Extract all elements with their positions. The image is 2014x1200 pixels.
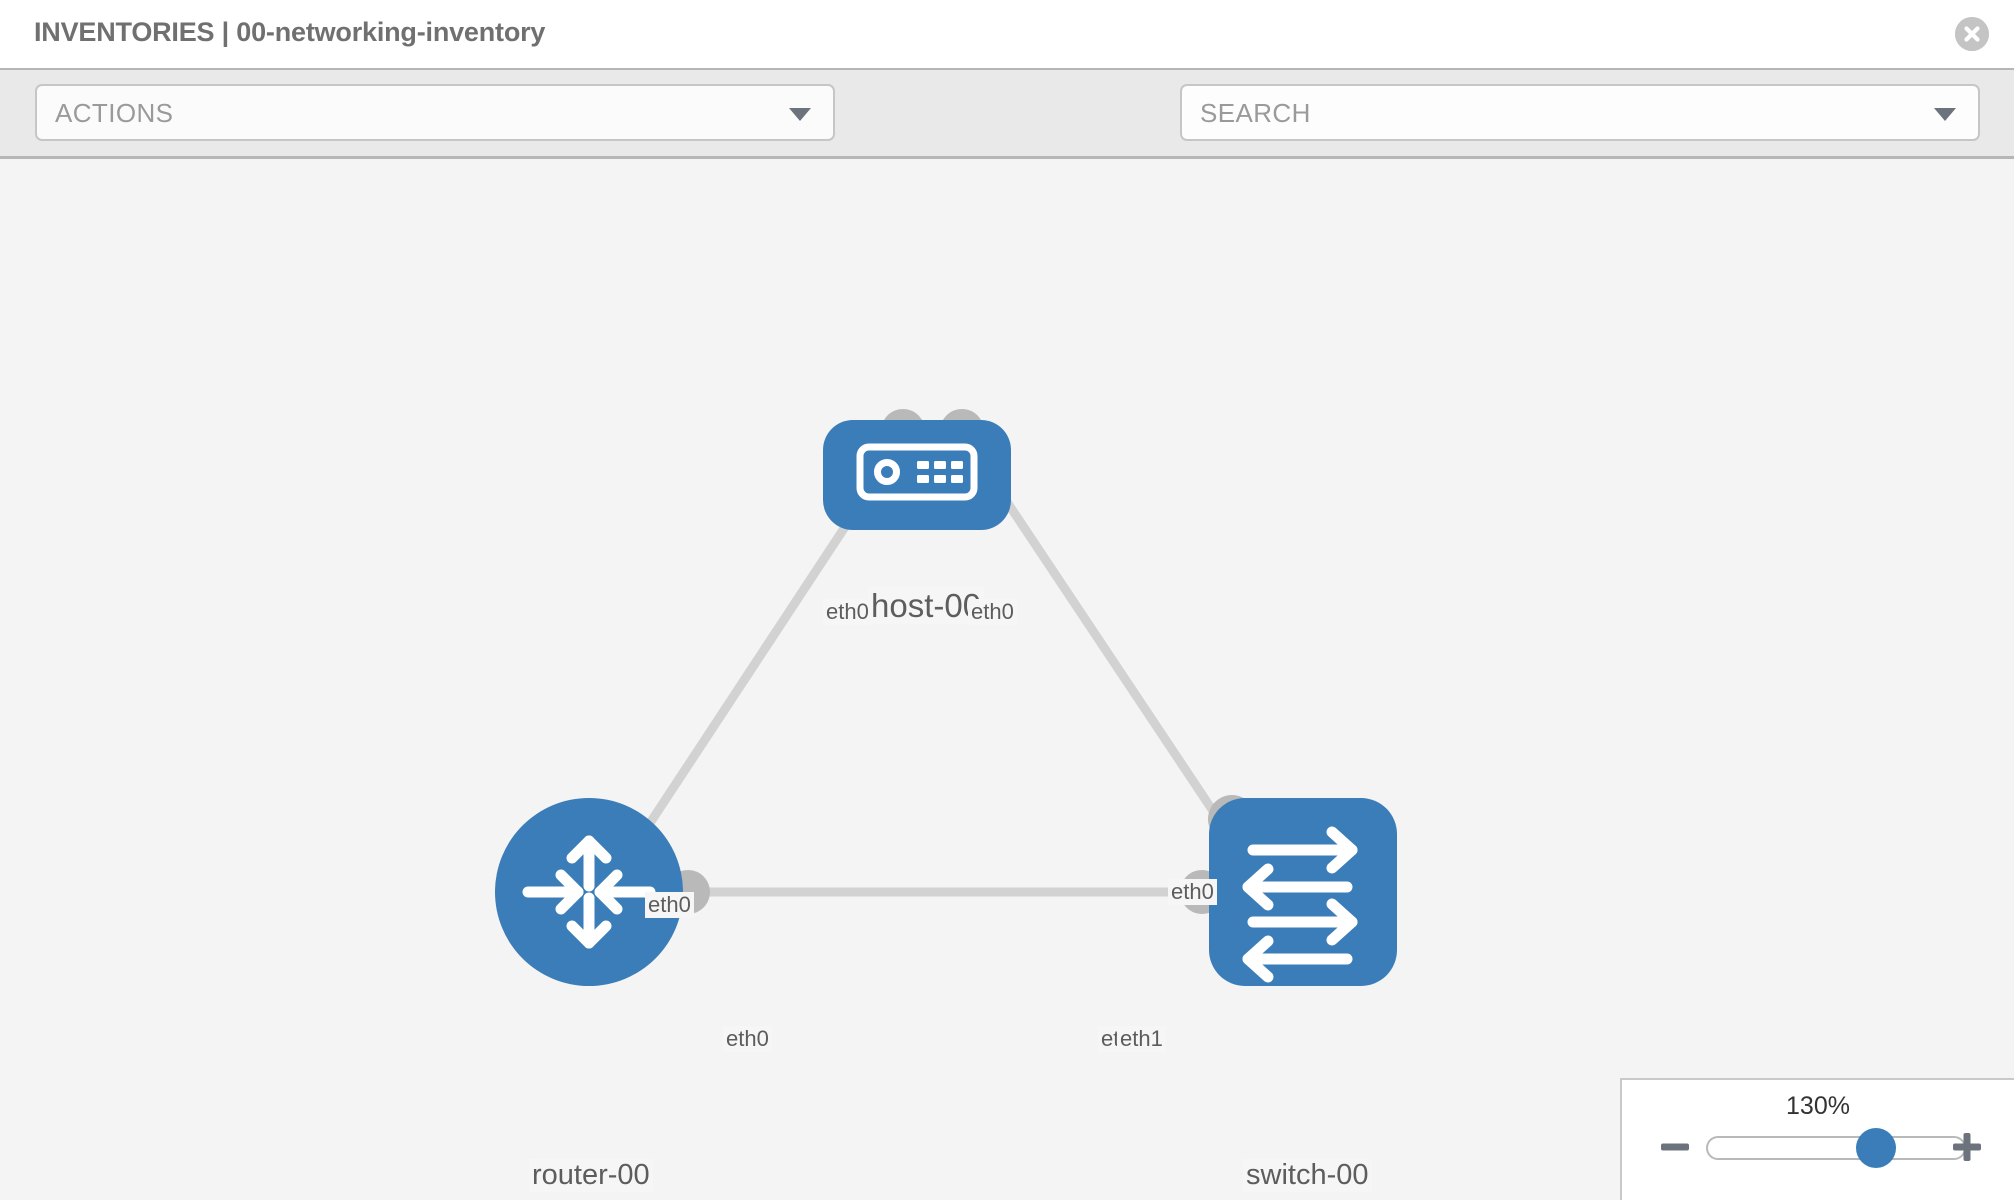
zoom-level-label: 130% [1786,1092,1850,1120]
iface-label-switch00-left-eth1: eth1 [1117,1026,1166,1052]
node-label-host-00: host-00 [868,587,985,624]
node-host-00-shape[interactable] [823,420,1011,530]
node-switch-00[interactable] [1209,798,1397,986]
iface-label-switch00-up: eth0 [1168,879,1217,905]
iface-label-router00-right: eth0 [723,1026,772,1052]
close-icon [1955,17,1989,51]
zoom-slider-track[interactable] [1706,1136,1966,1160]
link-host00-switch00[interactable] [971,451,1249,862]
minus-icon [1661,1143,1689,1151]
zoom-out-button[interactable] [1658,1130,1692,1164]
iface-label-host00-right: eth0 [968,599,1017,625]
actions-dropdown[interactable]: ACTIONS [35,84,835,141]
zoom-in-button[interactable] [1950,1130,1984,1164]
node-host-00[interactable] [823,420,1011,530]
topology-graph [495,409,1397,986]
page-header: INVENTORIES | 00-networking-inventory [0,0,2014,68]
actions-dropdown-label: ACTIONS [55,98,174,128]
search-input[interactable]: SEARCH [1180,84,1980,141]
server-icon [856,443,978,501]
node-router-00[interactable] [495,798,683,986]
node-label-switch-00: switch-00 [1243,1159,1372,1192]
switch-arrows-icon [1242,826,1358,983]
close-button[interactable] [1955,17,1989,51]
chevron-down-icon [1934,108,1956,121]
chevron-down-icon [789,108,811,121]
node-label-router-00: router-00 [529,1159,653,1192]
router-arrows-icon [522,835,656,949]
zoom-slider-thumb[interactable] [1856,1128,1896,1168]
node-router-00-shape[interactable] [495,798,683,986]
iface-label-host00-left: eth0 [823,599,872,625]
toolbar: ACTIONS SEARCH [0,68,2014,200]
topology-canvas[interactable]: eth0 host-00 eth0 eth0 eth0 eth0 eth0 et… [0,159,2014,1200]
plus-icon [1953,1133,1981,1161]
page-title: INVENTORIES | 00-networking-inventory [34,17,546,47]
zoom-control-panel: 130% [1620,1078,2014,1200]
search-placeholder: SEARCH [1200,98,1311,128]
iface-label-router00-up: eth0 [645,892,694,918]
